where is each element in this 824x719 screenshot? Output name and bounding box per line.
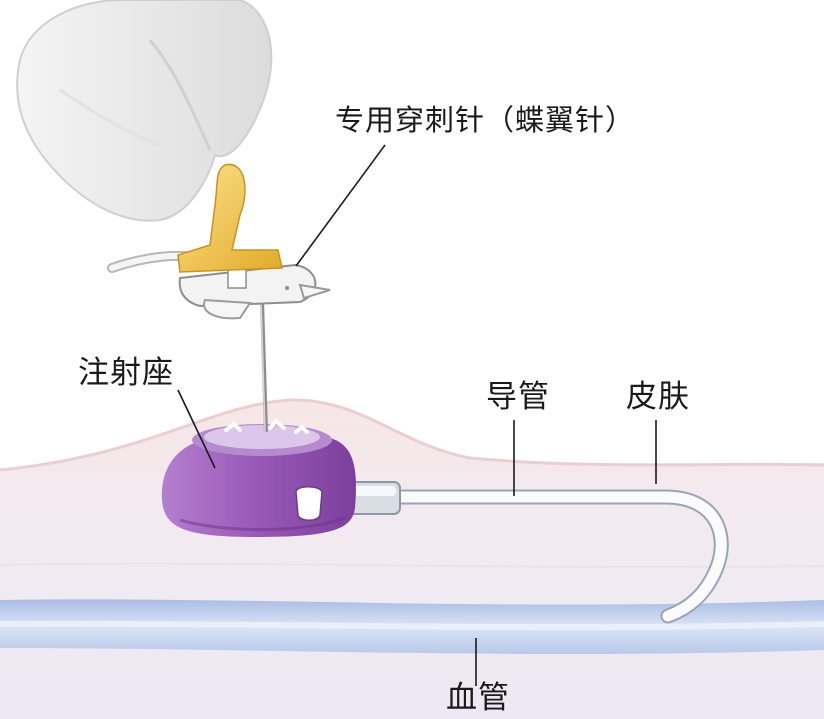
catheter-tube (341, 481, 729, 624)
gloved-hand (16, 0, 273, 222)
label-skin: 皮肤 (626, 379, 690, 415)
butterfly-needle (177, 163, 331, 320)
label-catheter: 导管 (486, 379, 550, 415)
label-injection-port: 注射座 (78, 355, 174, 391)
tissue (0, 398, 824, 719)
needle-shaft (260, 299, 268, 433)
blood-vessel (0, 599, 824, 654)
injection-port (161, 418, 356, 537)
leader-lines (177, 144, 657, 686)
leader-port (177, 389, 216, 469)
leader-needle (295, 144, 386, 267)
label-blood-vessel: 血管 (446, 680, 510, 716)
label-butterfly-needle: 专用穿刺针（蝶翼针） (335, 103, 636, 137)
